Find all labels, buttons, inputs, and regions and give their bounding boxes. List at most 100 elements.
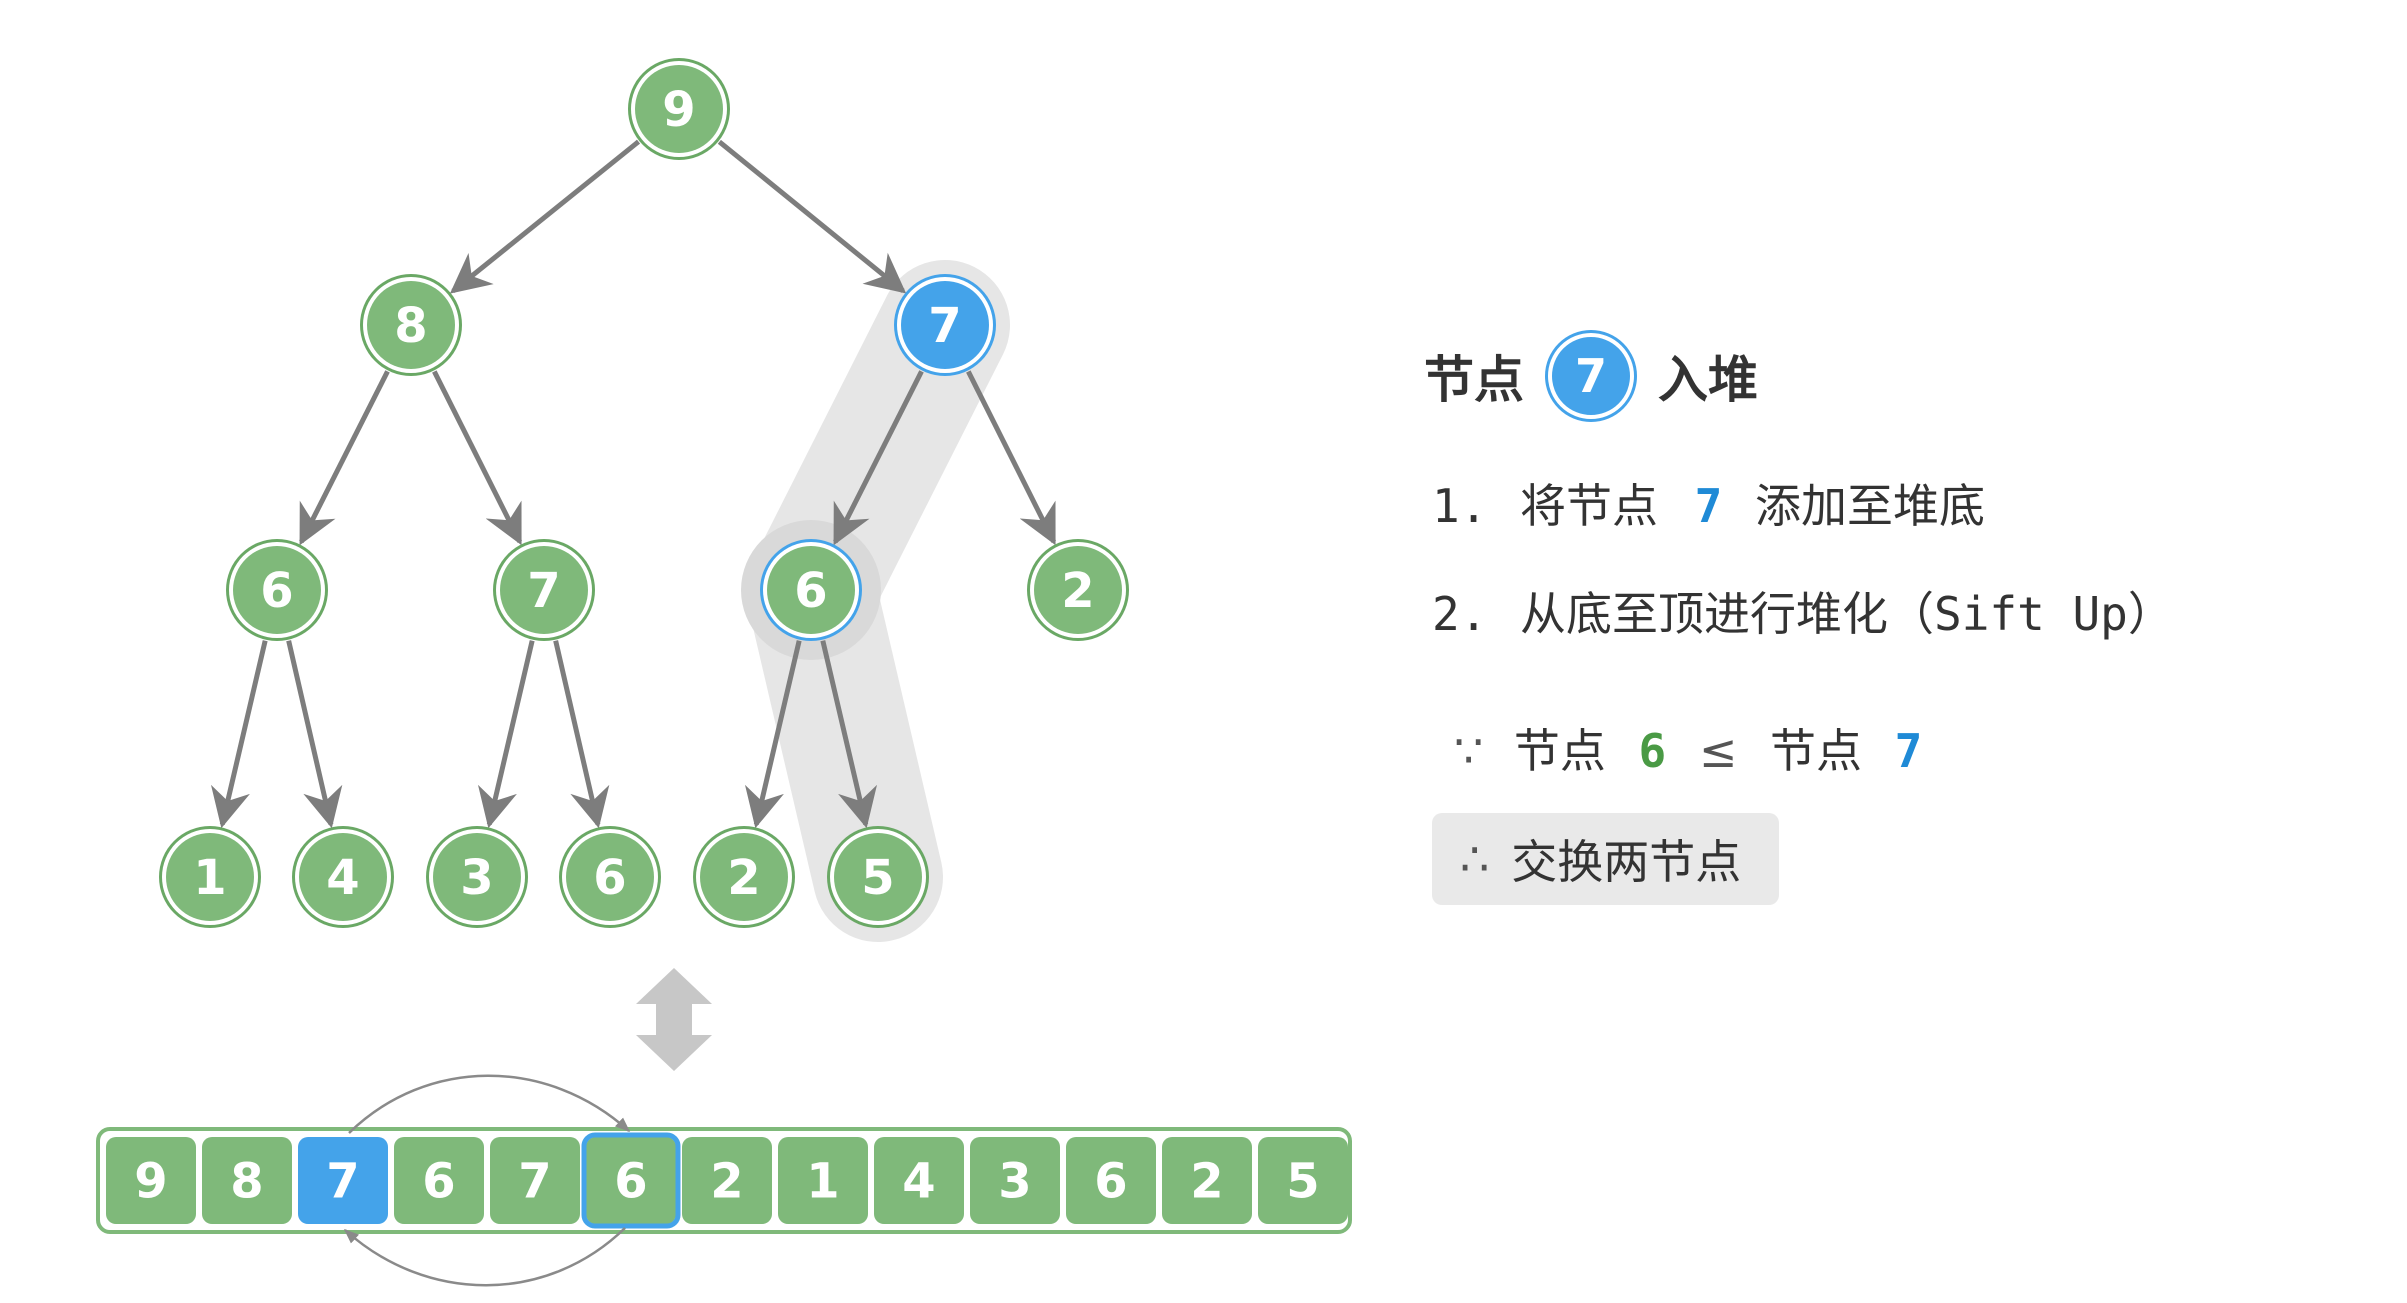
array-cell-label: 7 — [518, 1154, 551, 1210]
therefore-symbol: ∴ — [1460, 832, 1490, 886]
tree-node: 7 — [493, 539, 595, 641]
tree-node-label: 5 — [861, 850, 894, 906]
array-cell-label: 6 — [1094, 1154, 1127, 1210]
title-suffix: 入堆 — [1658, 351, 1758, 409]
tree-edge-n1-n3 — [299, 370, 390, 546]
tree-node: 6 — [226, 539, 328, 641]
step-2-text: 从底至顶进行堆化（ — [1520, 587, 1935, 641]
because-symbol: ∵ — [1454, 724, 1484, 778]
array-cell-label: 6 — [614, 1154, 647, 1210]
array-cell: 6 — [394, 1137, 484, 1224]
tree-node: 4 — [292, 826, 394, 928]
array-cell: 2 — [1162, 1137, 1252, 1224]
array-cell-box — [778, 1137, 868, 1224]
tree-node-circle — [166, 833, 254, 921]
tree-node-circle — [635, 65, 723, 153]
array-cell: 1 — [778, 1137, 868, 1224]
tree-node-circle — [901, 281, 989, 369]
array-cell-box — [586, 1137, 676, 1224]
tree-node: 1 — [159, 826, 261, 928]
tree-node-label: 7 — [928, 298, 961, 354]
tree-edge-n4-n10 — [553, 640, 610, 829]
tree-node-label: 8 — [394, 298, 427, 354]
array-cell-box — [298, 1137, 388, 1224]
title-node-badge: 7 — [1548, 333, 1634, 419]
tree-node-circle — [367, 281, 455, 369]
step-1-highlight: 7 — [1694, 479, 1723, 533]
tree-edge-n5-n12 — [820, 640, 878, 829]
array-cell-label: 3 — [998, 1154, 1031, 1210]
tree-node: 8 — [360, 274, 462, 376]
step-2-close: ） — [2127, 587, 2174, 641]
tree-edge-n5-n11 — [744, 640, 802, 829]
tree-node-circle — [1034, 546, 1122, 634]
tree-node-label: 2 — [727, 850, 760, 906]
tree-node-label: 6 — [593, 850, 626, 906]
tree-edge-n1-n4 — [432, 370, 523, 546]
tree-node-circle — [500, 546, 588, 634]
array-cell-box — [1066, 1137, 1156, 1224]
tree-node: 2 — [693, 826, 795, 928]
array-cell-label: 4 — [902, 1154, 935, 1210]
array-cell: 9 — [106, 1137, 196, 1224]
array-cell-label: 5 — [1286, 1154, 1319, 1210]
array-cell: 4 — [874, 1137, 964, 1224]
tree-node-label: 6 — [794, 563, 827, 619]
tree-edge-n3-n7 — [210, 640, 268, 829]
array-cell-label: 1 — [806, 1154, 839, 1210]
tree-node-circle — [433, 833, 521, 921]
tree-edges — [210, 139, 1057, 829]
tree-node-circle — [233, 546, 321, 634]
array-cell-box — [1258, 1137, 1348, 1224]
array-cell-box — [682, 1137, 772, 1224]
swap-arrow-top — [348, 1074, 631, 1134]
tree-node: 5 — [827, 826, 929, 928]
step-2-index: 2. — [1432, 587, 1488, 641]
up-down-arrow-icon — [636, 968, 712, 1071]
tree-node-label: 3 — [460, 850, 493, 906]
panel-title: 节点 7 入堆 — [1424, 330, 1758, 422]
array-cell: 5 — [1258, 1137, 1348, 1224]
leq-symbol: ≤ — [1698, 724, 1738, 778]
tree-nodes: 9 8 7 6 7 6 2 1 4 3 6 2 5 — [159, 58, 1129, 928]
conclusion-text: 交换两节点 — [1511, 835, 1742, 889]
array-cell-box — [490, 1137, 580, 1224]
tree-node-label: 9 — [662, 82, 695, 138]
left-value: 6 — [1638, 724, 1667, 778]
tree-edge-n3-n8 — [286, 640, 343, 829]
conclusion-box: ∴ 交换两节点 — [1432, 813, 1780, 905]
title-prefix: 节点 — [1424, 351, 1524, 409]
tree-node: 7 — [894, 274, 996, 376]
array-cell-box — [202, 1137, 292, 1224]
array-cell-outline — [581, 1132, 681, 1229]
comparison-line: ∵ 节点 6 ≤ 节点 7 — [1454, 715, 1922, 781]
tree-node: 6 — [559, 826, 661, 928]
tree-node-label: 2 — [1061, 563, 1094, 619]
tree-node-label: 1 — [193, 850, 226, 906]
tree-node-circle — [767, 546, 855, 634]
tree-node-circle — [566, 833, 654, 921]
array-cell-box — [394, 1137, 484, 1224]
tree-node: 9 — [628, 58, 730, 160]
tree-node-label: 6 — [260, 563, 293, 619]
array-cell-label: 8 — [230, 1154, 263, 1210]
array-cell-box — [106, 1137, 196, 1224]
step-2: 2. 从底至顶进行堆化（Sift Up） — [1432, 578, 2174, 644]
tree-node-label: 4 — [326, 850, 359, 906]
array-cell: 6 — [581, 1132, 681, 1229]
step-1-before: 将节点 — [1520, 479, 1659, 533]
tree-node: 3 — [426, 826, 528, 928]
step-1-index: 1. — [1432, 479, 1488, 533]
array-cell-box — [970, 1137, 1060, 1224]
swap-arrows — [343, 1074, 631, 1287]
array-cell: 7 — [490, 1137, 580, 1224]
tree-node-circle — [834, 833, 922, 921]
array-cell: 7 — [298, 1137, 388, 1224]
array-cell: 2 — [682, 1137, 772, 1224]
tree-node: 6 — [760, 539, 862, 641]
tree-node-label: 7 — [527, 563, 560, 619]
step-1: 1. 将节点 7 添加至堆底 — [1432, 470, 1985, 536]
array-cell-box — [1162, 1137, 1252, 1224]
